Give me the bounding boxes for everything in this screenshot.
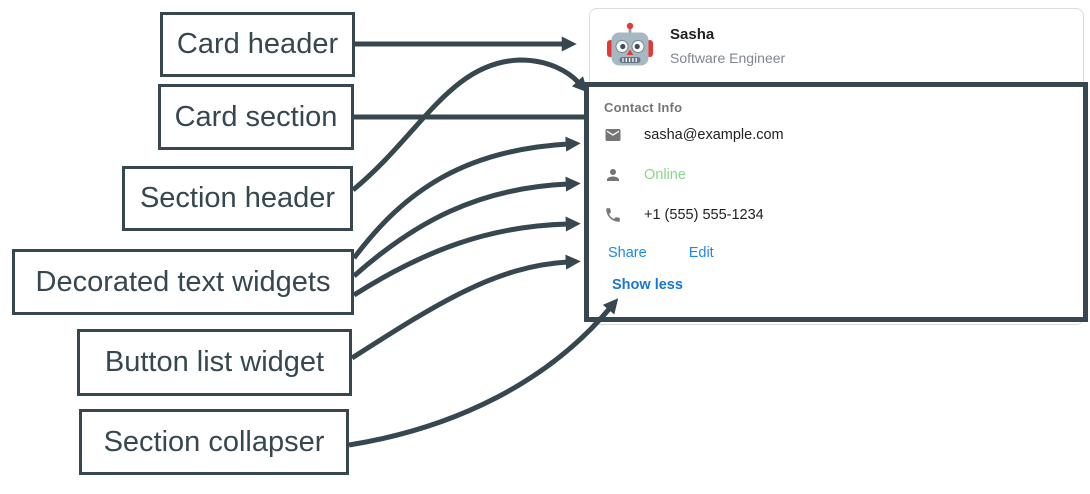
robot-avatar-icon <box>606 22 654 70</box>
annotation-card-header: Card header <box>160 12 355 77</box>
arrow-button-list <box>350 254 581 361</box>
phone-icon <box>604 206 622 224</box>
arrow-status-row <box>352 176 581 278</box>
annotation-button-list-widget: Button list widget <box>77 329 352 396</box>
card-header: Sasha Software Engineer <box>590 9 1083 83</box>
annotation-section-header: Section header <box>122 166 353 231</box>
annotation-label: Card section <box>174 100 338 133</box>
card-section: Contact Info sasha@example.com Online +1… <box>584 82 1088 322</box>
person-icon <box>604 166 622 184</box>
annotation-label: Section collapser <box>103 425 325 458</box>
edit-button[interactable]: Edit <box>688 245 714 261</box>
arrow-phone-row <box>352 216 581 298</box>
person-title: Software Engineer <box>670 50 786 66</box>
decorated-text-widget-email: sasha@example.com <box>604 115 1083 155</box>
email-text: sasha@example.com <box>644 127 784 143</box>
section-header: Contact Info <box>604 100 683 115</box>
section-collapser: Show less <box>612 271 1083 299</box>
annotation-label: Card header <box>176 28 339 60</box>
annotation-section-collapser: Section collapser <box>79 409 349 475</box>
person-name: Sasha <box>670 26 715 43</box>
email-icon <box>604 126 622 144</box>
arrow-section-collapser <box>348 298 619 448</box>
show-less-link[interactable]: Show less <box>612 277 683 293</box>
status-text: Online <box>644 167 686 183</box>
decorated-text-widget-status: Online <box>604 155 1083 195</box>
decorated-text-widget-phone: +1 (555) 555-1234 <box>604 195 1083 235</box>
annotation-decorated-text-widgets: Decorated text widgets <box>12 249 354 315</box>
card-header-text: Sasha Software Engineer <box>670 26 785 66</box>
button-list-widget: Share Edit <box>608 235 1083 271</box>
annotation-label: Decorated text widgets <box>35 265 331 298</box>
share-button[interactable]: Share <box>608 245 647 261</box>
phone-text: +1 (555) 555-1234 <box>644 207 764 223</box>
annotation-card-section: Card section <box>158 84 354 150</box>
arrow-email-row <box>352 136 581 260</box>
annotation-label: Section header <box>139 182 336 214</box>
arrow-section-header <box>351 57 588 192</box>
annotation-label: Button list widget <box>104 346 325 378</box>
